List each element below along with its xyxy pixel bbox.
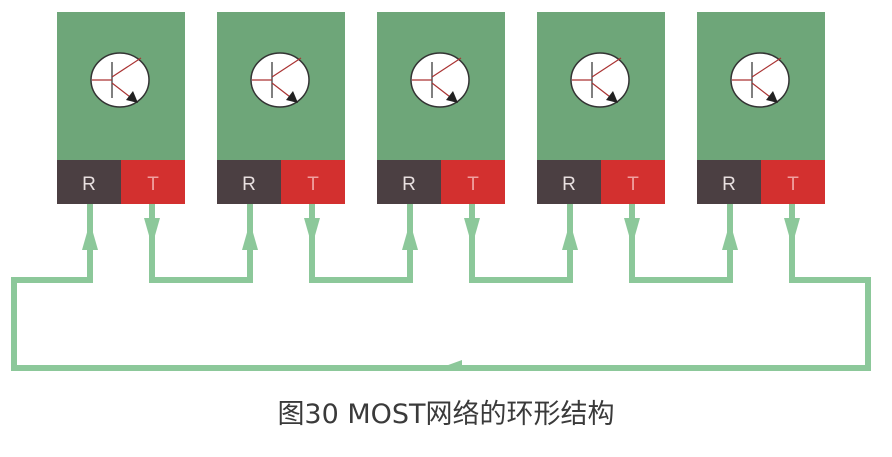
transmit-port-label: T	[627, 174, 639, 195]
up-arrow-icon	[242, 222, 258, 250]
transmit-port	[121, 160, 185, 204]
emitter-arrow-icon	[766, 91, 778, 103]
transistor-icon	[90, 52, 150, 108]
up-arrow-icon	[402, 222, 418, 250]
transmit-port-label: T	[467, 174, 479, 195]
receive-port-label: R	[82, 174, 96, 195]
transmit-port-label: T	[307, 174, 319, 195]
left-arrow-icon	[440, 360, 462, 368]
transistor-icon	[250, 52, 310, 108]
receive-port-label: R	[722, 174, 736, 195]
up-arrow-icon	[722, 222, 738, 250]
figure-caption: 图30 MOST网络的环形结构	[277, 399, 615, 430]
up-arrow-icon	[562, 222, 578, 250]
transistor-collector	[751, 57, 782, 78]
receive-port	[537, 160, 601, 204]
ring-return-line	[11, 277, 871, 371]
receive-port	[697, 160, 761, 204]
transmit-port-label: T	[787, 174, 799, 195]
transistor-collector	[271, 57, 302, 78]
transistor-collector	[111, 57, 142, 78]
down-arrow-icon	[304, 218, 320, 246]
transmit-port	[441, 160, 505, 204]
transmit-port	[281, 160, 345, 204]
emitter-arrow-icon	[126, 91, 138, 103]
transistor-icon	[570, 52, 630, 108]
down-arrow-icon	[624, 218, 640, 246]
up-arrow-icon	[82, 222, 98, 250]
emitter-arrow-icon	[606, 91, 618, 103]
transistor-collector	[591, 57, 622, 78]
transistor-icon	[410, 52, 470, 108]
receive-port-label: R	[242, 174, 256, 195]
receive-port-label: R	[562, 174, 576, 195]
emitter-arrow-icon	[286, 91, 298, 103]
transistor-collector	[431, 57, 462, 78]
receive-port-label: R	[402, 174, 416, 195]
down-arrow-icon	[464, 218, 480, 246]
down-arrow-icon	[144, 218, 160, 246]
emitter-arrow-icon	[446, 91, 458, 103]
down-arrow-icon	[784, 218, 800, 246]
receive-port	[217, 160, 281, 204]
transmit-port-label: T	[147, 174, 159, 195]
receive-port	[57, 160, 121, 204]
receive-port	[377, 160, 441, 204]
transistor-icon	[730, 52, 790, 108]
transmit-port	[761, 160, 825, 204]
transmit-port	[601, 160, 665, 204]
